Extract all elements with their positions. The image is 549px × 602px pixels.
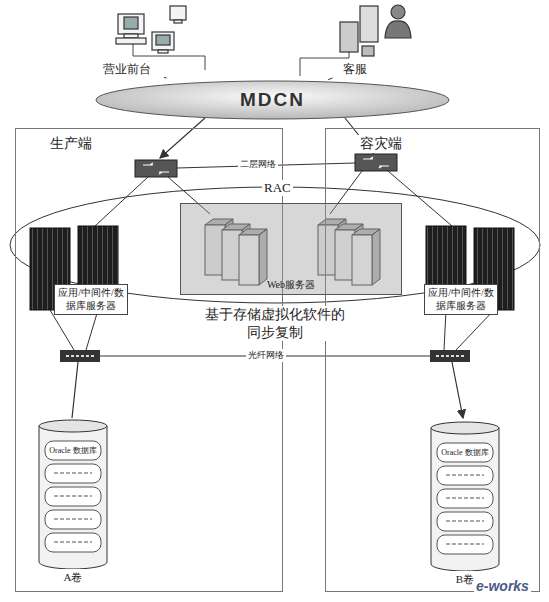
fc-link [50,310,74,350]
storage-cylinder: Oracle 数据库A卷 [38,419,108,569]
storage-link [72,362,78,418]
site-region: 生产端应用/中间件/数据库服务器Oracle 数据库A卷 [15,128,283,592]
node-label: 营业前台 [92,62,162,78]
network-label: 二层网络 [238,158,278,171]
server-label: 应用/中间件/数据库服务器 [58,287,124,312]
connector [164,77,167,79]
region-heading: 容灾端 [358,135,404,153]
computer-icons [116,6,186,53]
volume-label: A卷 [38,570,108,585]
client-label: 营业前台 [92,62,162,78]
server-group: Web服务器 [180,203,402,295]
connector [328,78,332,80]
replication-label: 基于存储虚拟化软件的同步复制 [198,306,352,341]
switch-link [95,177,148,226]
server-label: 应用/中间件/数据库服务器 [428,287,494,312]
fc-link [456,310,494,350]
switch-icon [135,154,397,177]
region-heading: 生产端 [48,135,94,153]
watermark: e-works [474,578,531,594]
group-label: Web服务器 [181,278,401,292]
fc-link [86,310,98,350]
network-label: 光纤网络 [246,349,286,362]
server-label-box: 应用/中间件/数据库服务器 [424,284,498,315]
network-cloud: MDCN [95,80,450,120]
cloud-label: MDCN [240,89,305,111]
node-label: 客服 [330,62,380,78]
fc-link [444,310,446,350]
cylinder-shape [430,421,500,571]
uplink-arrow [160,118,205,158]
server-label-box: 应用/中间件/数据库服务器 [54,284,128,315]
cylinder-shape [38,419,108,569]
service-wire [300,52,349,76]
site-region: 容灾端应用/中间件/数据库服务器 Oracle 数据库B卷 [325,128,540,592]
storage-cylinder: Oracle 数据库B卷 [430,421,500,571]
cluster-label: RAC [262,180,293,196]
storage-label: Oracle 数据库 [439,443,491,462]
fibre-switch [60,350,470,362]
server-icons [340,5,411,56]
storage-label: Oracle 数据库 [47,441,99,460]
storage-link [452,362,463,418]
client-label: 客服 [330,62,380,78]
